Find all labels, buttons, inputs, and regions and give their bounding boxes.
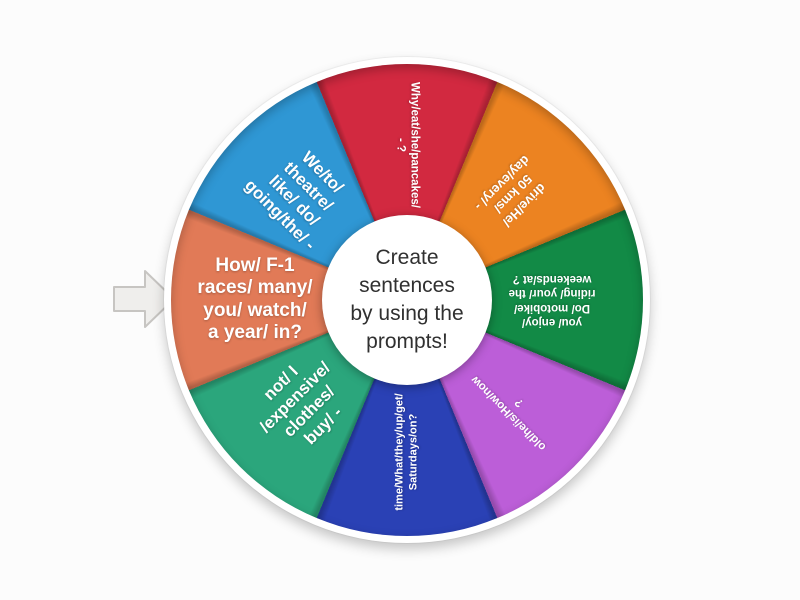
hub-text-line: by using the bbox=[350, 302, 464, 325]
wheel-pointer-arrow-icon bbox=[113, 270, 175, 328]
wheel-center-text: Create sentences by using the prompts! bbox=[350, 244, 463, 356]
spin-wheel[interactable]: Why/eat/she/pancakes/ - ? drive/He/ 50 k… bbox=[164, 57, 650, 543]
hub-text-line: prompts! bbox=[366, 330, 448, 353]
hub-text-line: Create bbox=[375, 246, 439, 269]
hub-text-line: sentences bbox=[359, 274, 455, 297]
wheel-center-hub: Create sentences by using the prompts! bbox=[322, 215, 492, 385]
